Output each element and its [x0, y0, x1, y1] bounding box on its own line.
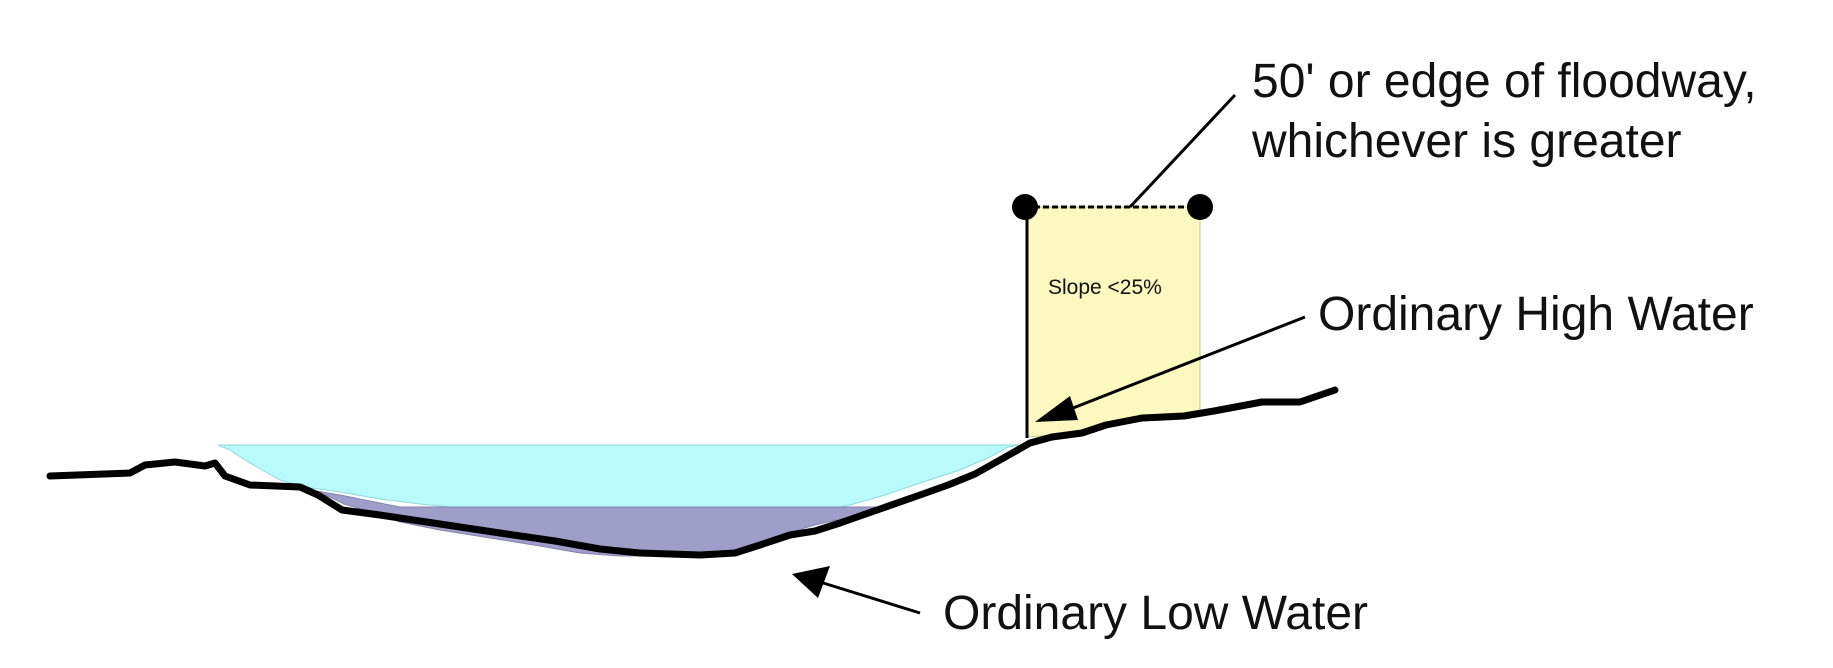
high-water-arrowhead — [1035, 396, 1078, 422]
setback-left-endpoint — [1012, 194, 1038, 220]
slope-label: Slope <25% — [1048, 276, 1162, 299]
buffer-zone — [1027, 206, 1201, 438]
setback-label-line1: 50' or edge of floodway, — [1252, 55, 1757, 108]
low-water-arrow-line — [819, 580, 921, 615]
setback-leader-line — [1128, 93, 1237, 209]
high-water-arrow-line — [1067, 315, 1306, 412]
ground-profile-line — [46, 386, 1339, 559]
low-water-arrowhead — [792, 566, 830, 598]
ordinary-high-water-label: Ordinary High Water — [1318, 288, 1754, 341]
setback-label-line2: whichever is greater — [1251, 115, 1682, 168]
ordinary-low-water-label: Ordinary Low Water — [943, 587, 1368, 640]
setback-right-endpoint — [1187, 194, 1213, 220]
